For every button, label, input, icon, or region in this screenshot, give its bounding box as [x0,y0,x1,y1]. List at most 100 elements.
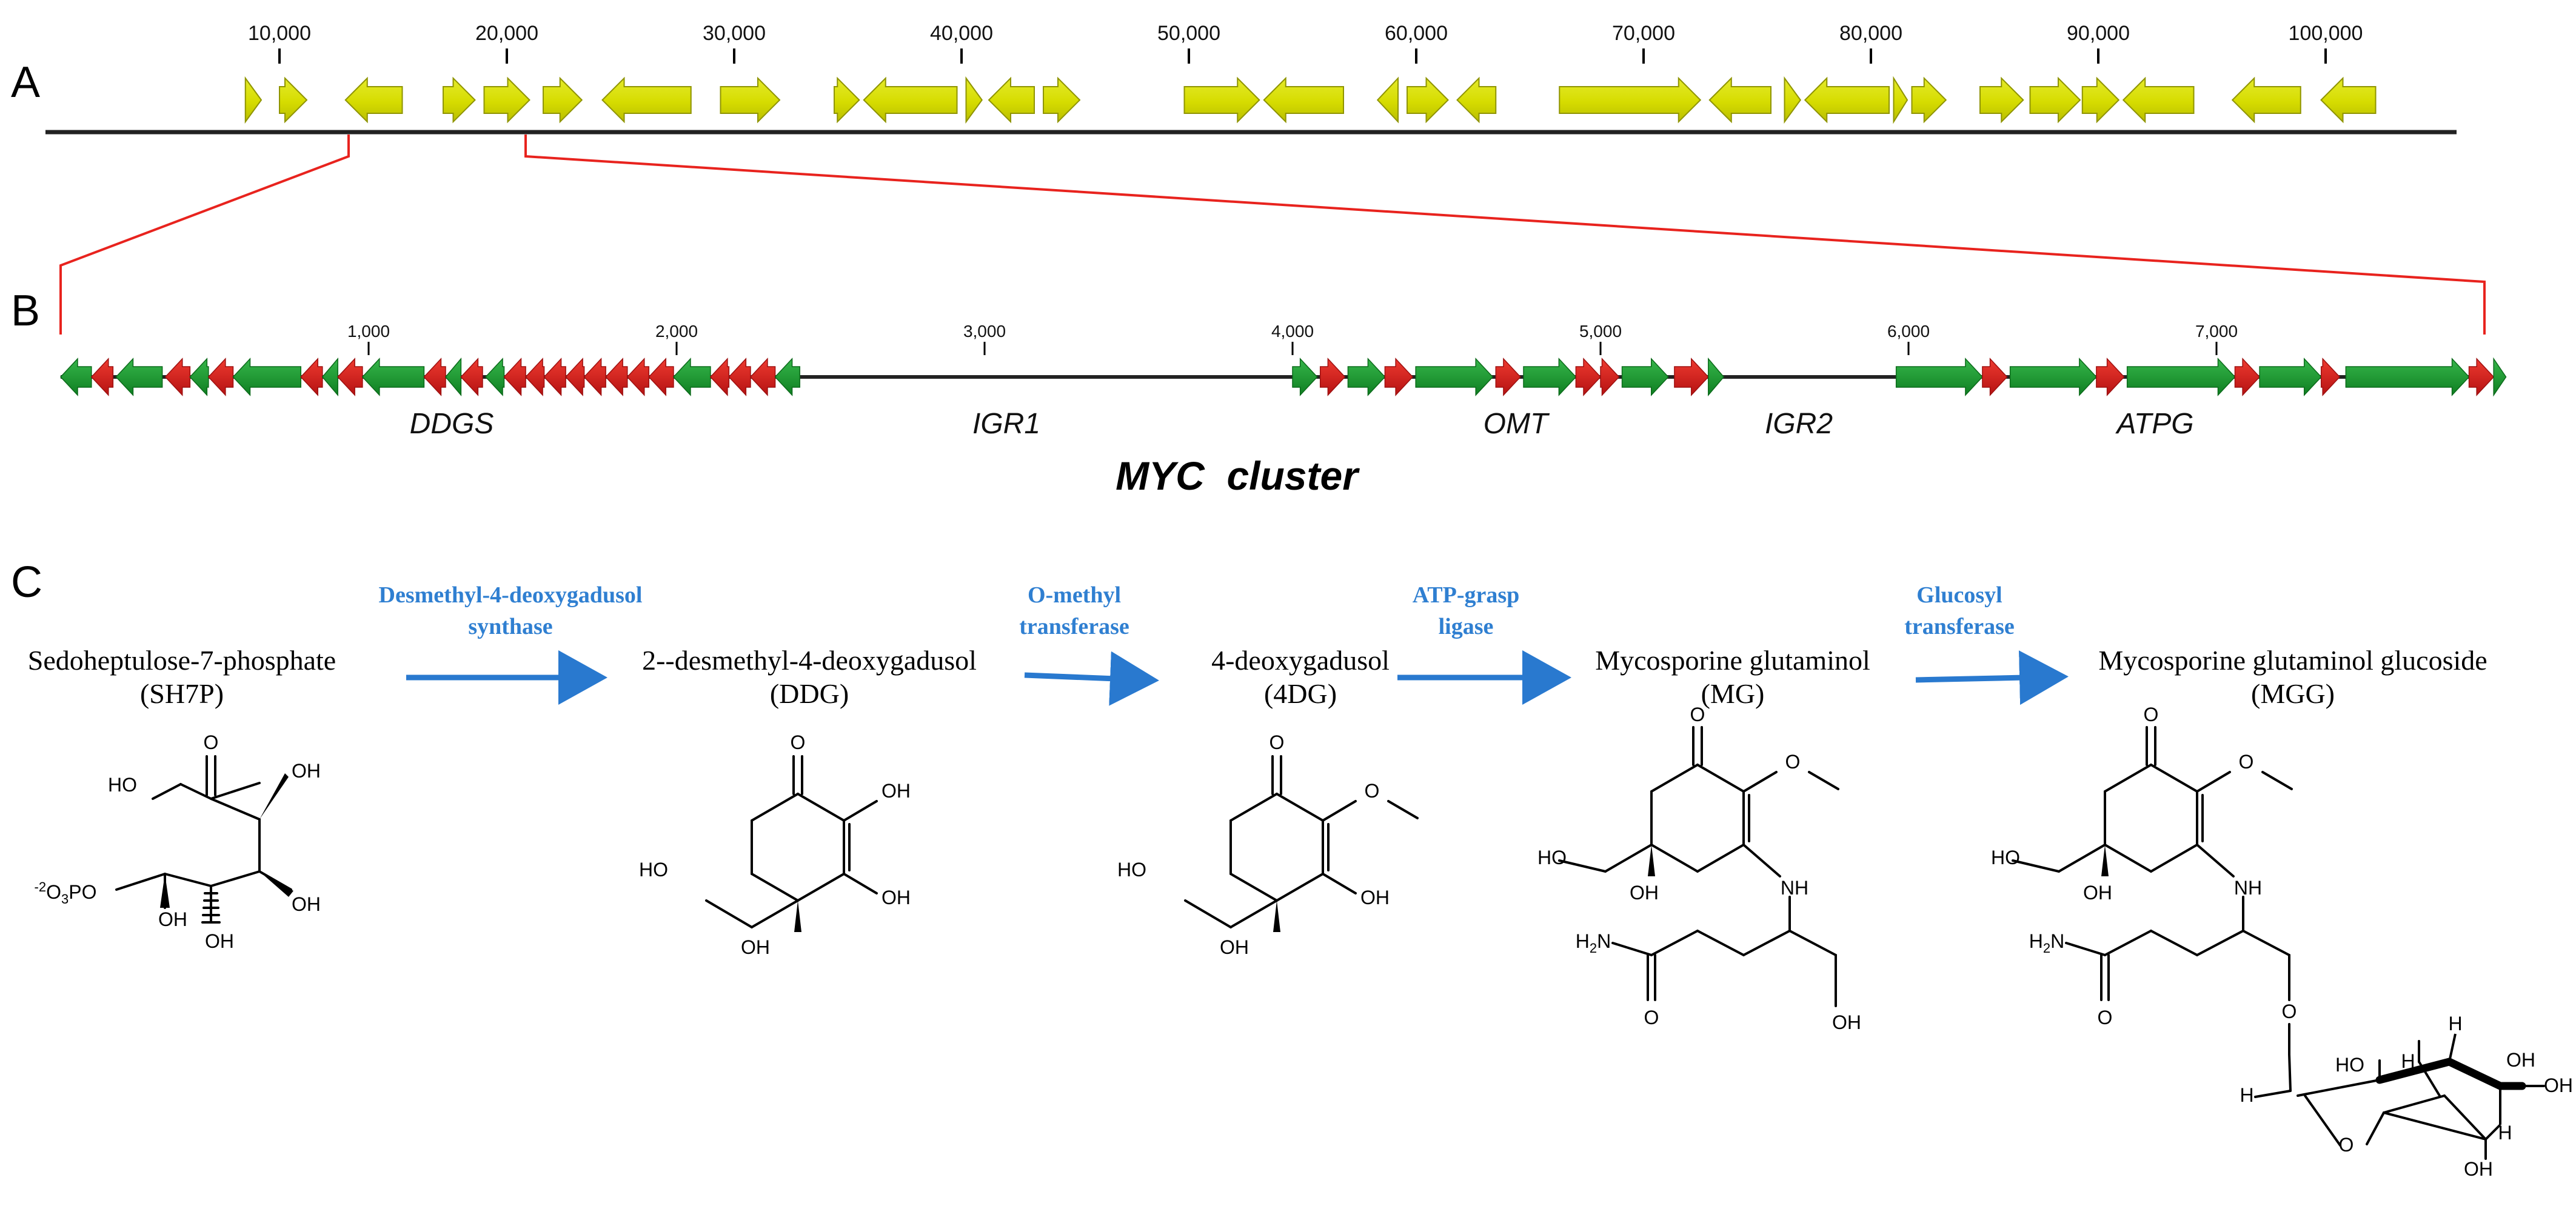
enzyme-label-atpg: ligase [1439,614,1494,639]
enzyme-label-atpg: ATP-grasp [1413,582,1520,608]
gene-arrow-a [1708,76,1771,124]
enzyme-label-ddgs: synthase [468,614,552,639]
atom-label: O [1365,780,1380,802]
atom-label: OH [1360,887,1390,908]
gene-arrow-green [59,358,92,396]
panel-a-ticks [278,48,2327,64]
atom-label: O [1270,731,1285,753]
enzyme-label-gt: Glucosyl [1916,582,2002,608]
atom-label: OH [205,930,234,952]
gene-arrow-red [543,358,566,396]
compound-abbr: (4DG) [1264,678,1337,709]
gene-arrow-green [1347,358,1386,396]
enzyme-label-omt: O-methyl [1028,582,1121,608]
gene-arrow-green [321,357,338,397]
atom-label: NH [1781,877,1808,899]
enzyme-label-ddgs: Desmethyl-4-deoxygadusol [379,582,643,608]
gene-arrow-red [1384,358,1414,396]
gene-arrow-red [2320,358,2341,396]
region-label-atpg: ATPG [2115,408,2193,440]
structure-sh7p [115,755,292,924]
gene-arrow-red [503,358,526,396]
atom-label: OH [2464,1158,2493,1180]
reaction-arrow [1024,651,1159,706]
atom-label: OH [1220,936,1249,958]
gene-arrow-a [344,76,403,124]
glucose-ring-bold [2375,1057,2526,1090]
region-label-ddgs: DDGS [410,408,494,440]
compound-abbr: (MGG) [2251,678,2335,709]
tick-label-b: 4,000 [1271,322,1314,341]
gene-arrow-green [115,358,163,396]
atom-label: OH [1630,882,1659,904]
tick-label-b: 3,000 [963,322,1006,341]
reaction-arrows [406,650,2069,706]
atom-label: O [2339,1134,2354,1156]
panel-label-a: A [11,58,40,107]
atom-label: HO [1537,847,1567,868]
gene-arrow-red [1575,358,1602,396]
wedge-bond [1648,845,1655,876]
atom-label: O [2098,1007,2113,1028]
gene-arrow-green [1708,357,1725,397]
atom-label: H [2240,1084,2253,1106]
structure-ddg [705,755,878,928]
atom-label: OH [2506,1049,2535,1071]
atom-label: H2N [1576,930,1611,956]
wedge-bond [794,901,801,932]
cluster-title: MYC cluster [1116,453,1360,498]
gene-arrow-a [1263,76,1344,124]
compound-abbr: (MG) [1701,678,1765,709]
gene-arrow-green [232,358,301,396]
atom-label: O [2239,751,2254,773]
atom-label: H2N [2029,930,2064,956]
atom-label: O [2144,704,2159,725]
panel-label-b: B [11,287,40,335]
gene-arrow-red [709,358,730,396]
gene-arrow-green [774,358,800,396]
tick-label-a: 90,000 [2067,22,2130,45]
gene-arrow-a [2029,76,2081,124]
tick-label-b: 7,000 [2195,322,2238,341]
gene-arrow-red [207,358,234,396]
tick-label-a: 40,000 [930,22,993,45]
compound-name: Mycosporine glutaminol glucoside [2098,645,2487,676]
atom-label: H [2498,1122,2512,1144]
gene-arrow-a [1376,76,1399,124]
gene-arrow-a [965,76,983,124]
gene-arrow-red [525,358,545,396]
gene-arrow-red [2234,358,2261,396]
gene-arrow-red [337,358,363,396]
gene-arrow-red [1674,358,1709,396]
wedge-bond [2101,845,2109,876]
gene-arrow-red [300,358,323,396]
gene-arrow-green [485,358,505,396]
atom-label: OH [292,893,321,915]
gene-arrow-a [2231,76,2301,124]
gene-arrow-green [2493,357,2507,397]
gene-arrow-a [988,76,1035,124]
gene-arrow-red [565,358,585,396]
gene-arrow-red [583,358,606,396]
tick-label-a: 80,000 [1839,22,1902,45]
zoom-lines [59,135,2486,335]
tick-label-a: 60,000 [1385,22,1448,45]
tick-label-a: 100,000 [2289,22,2363,45]
region-label-omt: OMT [1484,408,1550,440]
gene-arrow-green [2009,358,2097,396]
atom-label: OH [2544,1074,2573,1096]
compound-name: 2--desmethyl-4-deoxygadusol [642,645,977,676]
tick-label-b: 6,000 [1887,322,1930,341]
wedge-bond [160,874,170,908]
gene-arrow-a [2320,76,2377,124]
atom-label: O [2282,1001,2297,1022]
gene-arrow-red [90,358,114,396]
panel-label-c: C [11,558,42,607]
tick-label-b: 2,000 [655,322,698,341]
gene-arrow-red [2468,358,2495,396]
gene-arrow-a [1559,76,1702,124]
atom-label: O [791,731,806,753]
gene-arrow-green [1621,358,1669,396]
gene-arrow-red [626,358,650,396]
